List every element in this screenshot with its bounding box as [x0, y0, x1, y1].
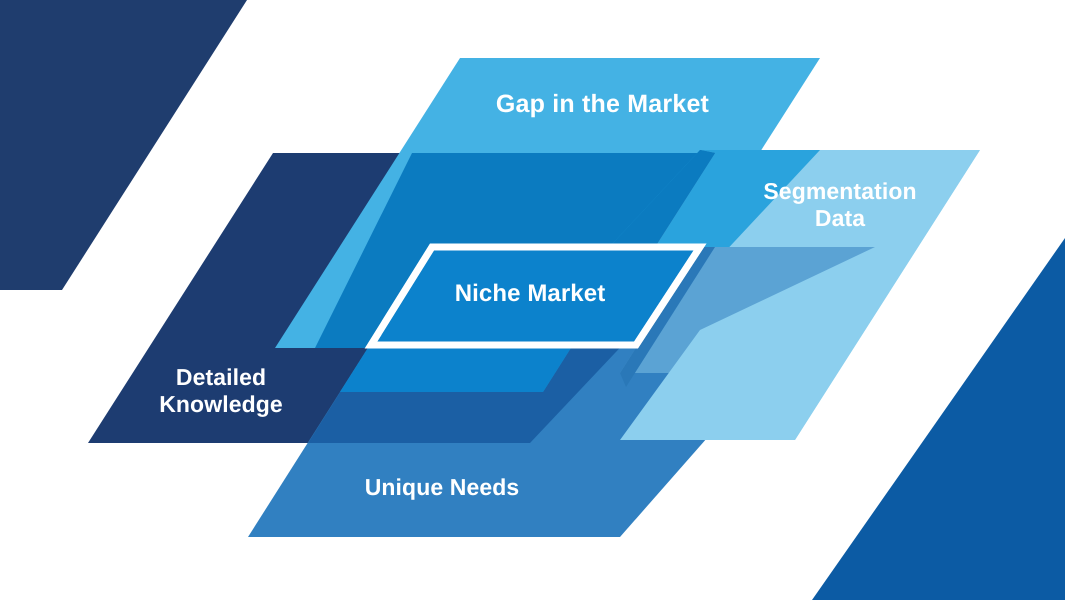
cmp-unique-seg-knowledge	[620, 247, 715, 387]
decor-top-left	[0, 0, 247, 290]
decor-bottom-right	[812, 238, 1065, 600]
cmp-seg-right	[620, 150, 980, 440]
niche-market-box-outline	[364, 243, 707, 349]
